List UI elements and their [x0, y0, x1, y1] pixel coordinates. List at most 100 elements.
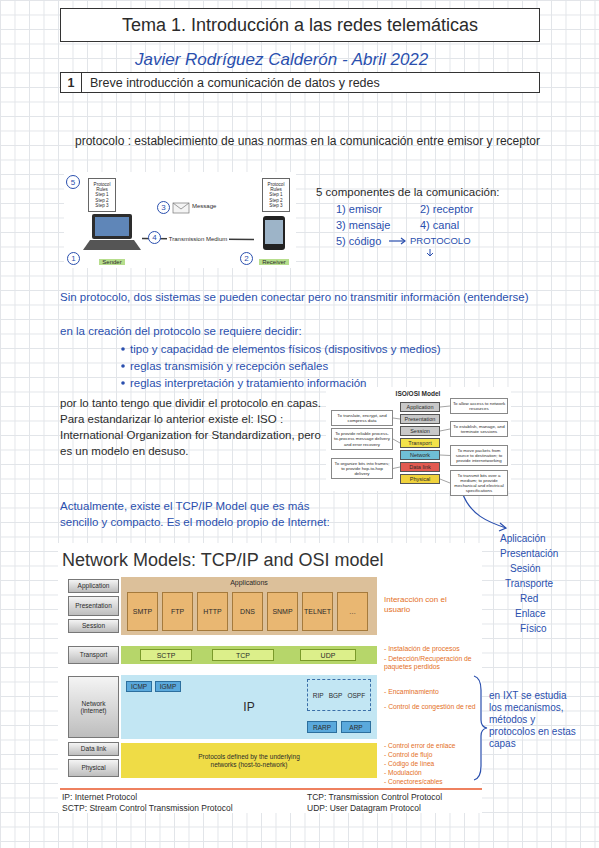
laptop-base	[83, 240, 141, 250]
node-text: BGP	[329, 692, 343, 699]
node-text: Step 1	[95, 192, 108, 197]
bullet	[121, 347, 125, 351]
protocol-rules-box: ProtocolRulesStep 1Step 2Step 3	[88, 178, 116, 212]
node-text: Application	[407, 404, 434, 410]
osi-layer: Transport	[400, 438, 440, 448]
connector	[393, 418, 400, 419]
text-label: UDP: User Datagram Protocol	[307, 803, 421, 813]
text-label: Javier Rodríguez Calderón - Abril 2022	[135, 48, 428, 72]
text-label: 5) código	[336, 234, 381, 249]
text-label: protocolo : establecimiento de unas norm…	[75, 133, 545, 150]
layer-label: Application	[68, 579, 119, 593]
osi-layer: Session	[400, 426, 440, 436]
text-label: - Control de congestión de red	[384, 703, 476, 711]
callout-number: 3	[157, 201, 170, 214]
protocol-box: …	[337, 592, 368, 631]
text-label: tipo y capacidad de elementos físicos (d…	[130, 341, 560, 357]
node-text: Step 2	[95, 198, 108, 203]
node-text: IGMP	[160, 683, 177, 690]
connector	[440, 455, 450, 457]
layer-description: To move packets from source to destinati…	[450, 445, 508, 466]
curved-arrow	[462, 492, 506, 528]
bullet	[121, 381, 125, 385]
node-text: To translate, encrypt, and compress data	[333, 413, 391, 423]
text-label: - Detección/Recuperación de paquetes per…	[384, 655, 479, 671]
protocol-box: HTTP	[197, 592, 228, 631]
network-band: IPICMPIGMPRIPBGPOSPFRARPARP	[121, 675, 377, 739]
text-label: 2) receptor	[420, 202, 473, 217]
node-text: SNMP	[272, 608, 292, 615]
text-label: - Control error de enlace	[384, 742, 479, 750]
text-label: Transporte	[505, 578, 553, 590]
text-label: - Modulación	[384, 769, 479, 777]
callout-number: 1	[67, 252, 80, 265]
node-text: Presentation	[405, 416, 436, 422]
text-label: PROTOCOLO	[410, 235, 471, 246]
figure-ground	[58, 543, 482, 813]
node-text: To move packets from source to destinati…	[452, 448, 506, 463]
connector	[440, 429, 450, 431]
node-text: Network	[410, 452, 430, 458]
node-text: 5	[71, 178, 75, 187]
bracket	[474, 676, 487, 780]
text-label: 5 componentes de la comunicación:	[316, 184, 499, 200]
node-text: Breve introducción a comunicación de dat…	[82, 76, 380, 90]
node-text: Presentation	[75, 602, 112, 609]
text-label: reglas interpretación y tratamiento info…	[130, 375, 560, 391]
layer-label: Data link	[68, 742, 119, 756]
node-text: Sender	[99, 259, 124, 265]
node-text: IP	[243, 700, 254, 714]
figure-ground	[64, 172, 296, 268]
text-label: Interacción con el usuario	[384, 595, 462, 614]
node-text: Step 2	[269, 198, 282, 203]
application-band: ApplicationsSMTPFTPHTTPDNSSNMPTELNET…	[121, 577, 377, 635]
protocol-box: TELNET	[302, 592, 333, 631]
layer-description: To provide reliable process-to-process m…	[331, 428, 393, 450]
node-text: Session	[410, 428, 430, 434]
layer-description: To allow access to network resources	[450, 398, 508, 414]
text-label: Message	[192, 203, 216, 210]
node-text: Step 3	[269, 203, 282, 208]
node-text: Step 1	[269, 192, 282, 197]
node-text: Data link	[81, 745, 106, 752]
node-text: Protocols defined by the underlying netw…	[193, 753, 305, 769]
protocol-box: RARP	[307, 721, 337, 733]
node-text: Network (internet)	[69, 700, 118, 714]
connector	[440, 479, 450, 483]
node-text: 1	[61, 73, 82, 92]
node-text: Applications	[230, 579, 268, 586]
protocol-box: IGMP	[155, 681, 181, 692]
text-label: Físico	[520, 623, 547, 635]
text-label: 1) emisor	[336, 202, 382, 217]
text-label: Actualmente, existe el TCP/IP Model que …	[60, 498, 332, 530]
layer-description: To translate, encrypt, and compress data	[331, 410, 393, 426]
text-label: Sin protocolo, dos sistemas se pueden co…	[60, 289, 570, 305]
node-text: 4	[152, 233, 156, 242]
node-text: DNS	[240, 608, 255, 615]
connector-label: Transmission Medium	[167, 236, 229, 242]
connector	[440, 406, 450, 407]
connector	[393, 439, 400, 443]
text-label: SCTP: Stream Control Transmission Protoc…	[62, 803, 233, 813]
protocol-box: FTP	[162, 592, 193, 631]
text-label: Enlace	[515, 608, 546, 620]
node-text: Step 3	[95, 203, 108, 208]
node-text: To transmit bits over a medium; to provi…	[452, 473, 506, 493]
phone-screen	[265, 220, 283, 244]
node-text: OSPF	[347, 692, 365, 699]
arrow-head	[499, 523, 506, 531]
envelope-flap	[173, 203, 189, 209]
underline	[60, 788, 482, 790]
laptop-display	[95, 217, 129, 236]
laptop-screen	[92, 214, 132, 239]
node-text: TELNET	[304, 608, 331, 615]
node-text: Rules	[270, 187, 282, 192]
node-text: Physical	[81, 764, 105, 771]
node-text: 3	[161, 203, 165, 212]
node-text: SCTP	[157, 652, 176, 659]
text-label: - Control de flujo	[384, 751, 479, 759]
callout-number: 4	[148, 231, 161, 244]
sender-device: Sender	[82, 212, 142, 265]
envelope	[173, 203, 189, 213]
